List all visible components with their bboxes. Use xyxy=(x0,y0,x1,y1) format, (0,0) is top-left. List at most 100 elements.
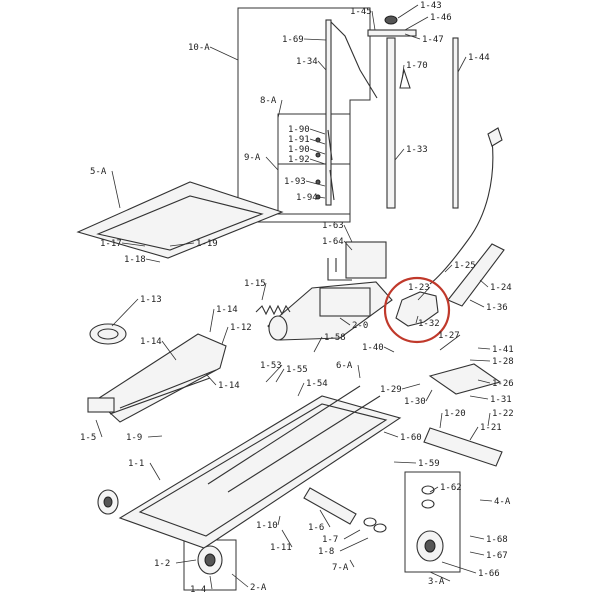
base-plate-inner xyxy=(96,195,264,251)
leader-line-1-58 xyxy=(313,336,323,353)
leader-line-1-24 xyxy=(479,279,489,288)
leader-line-1-27 xyxy=(439,334,461,351)
callout-1-29: 1-29 xyxy=(380,385,402,395)
callout-9-A: 9-A xyxy=(244,153,261,163)
callout-1-28: 1-28 xyxy=(492,357,514,367)
callout-1-69: 1-69 xyxy=(282,35,304,45)
callout-3-A: 3-A xyxy=(428,577,445,587)
callout-10-A: 10-A xyxy=(188,43,210,53)
leader-line-1-91 xyxy=(309,138,326,145)
leader-line-1-36 xyxy=(469,299,485,308)
leader-line-1-55 xyxy=(275,368,285,383)
leader-line-2-A xyxy=(231,573,249,588)
leader-line-1-44 xyxy=(457,56,467,73)
callout-labels: 1-11-21-41-51-61-71-81-91-101-111-121-13… xyxy=(80,1,514,595)
callout-1-34: 1-34 xyxy=(296,57,318,67)
pump-block xyxy=(345,241,387,279)
callout-1-40: 1-40 xyxy=(362,343,384,353)
leader-line-3-A xyxy=(429,571,451,582)
leader-line-1-22 xyxy=(487,412,491,427)
callout-1-90: 1-90 xyxy=(288,145,310,155)
callout-1-26: 1-26 xyxy=(492,379,514,389)
rod-1-44 xyxy=(452,37,459,209)
leader-line-1-12 xyxy=(221,326,229,345)
callout-1-63: 1-63 xyxy=(322,221,344,231)
callout-1-92: 1-92 xyxy=(288,155,310,165)
callout-1-10: 1-10 xyxy=(256,521,278,531)
callout-1-20: 1-20 xyxy=(444,409,466,419)
callout-1-7: 1-7 xyxy=(322,535,338,545)
leader-line-1-40 xyxy=(383,346,395,353)
leader-line-1-5 xyxy=(95,419,103,438)
leader-line-1-70 xyxy=(401,64,405,81)
callout-1-27: 1-27 xyxy=(438,331,460,341)
leader-line-1-8 xyxy=(339,537,369,552)
t-handle xyxy=(367,29,417,37)
callout-1-31: 1-31 xyxy=(490,395,512,405)
leader-line-9-A xyxy=(265,156,279,171)
seal-ring xyxy=(89,323,127,345)
callout-1-68: 1-68 xyxy=(486,535,508,545)
callout-1-43: 1-43 xyxy=(420,1,442,11)
saddle-1-5 xyxy=(87,397,115,413)
callout-1-14: 1-14 xyxy=(216,305,238,315)
leader-line-1-63 xyxy=(343,224,353,243)
leader-line-1-94 xyxy=(317,196,326,199)
leader-line-1-53 xyxy=(265,364,283,383)
wheel-2A xyxy=(197,545,223,575)
callout-1-25: 1-25 xyxy=(454,261,476,271)
callout-1-45: 1-45 xyxy=(350,7,372,17)
leader-line-7-A xyxy=(349,559,355,568)
cylinder-end xyxy=(268,315,288,341)
leader-line-1-90 xyxy=(309,148,326,155)
callout-1-2: 1-2 xyxy=(154,559,170,569)
callout-1-30: 1-30 xyxy=(404,397,426,407)
callout-1-47: 1-47 xyxy=(422,35,444,45)
callout-6-A: 6-A xyxy=(336,361,353,371)
leader-line-10-A xyxy=(209,46,239,61)
leader-line-1-43 xyxy=(397,4,419,19)
leader-line-6-A xyxy=(357,364,361,379)
leader-line-1-23 xyxy=(417,286,431,301)
callout-1-9: 1-9 xyxy=(126,433,142,443)
callout-1-90: 1-90 xyxy=(288,125,310,135)
side-plate xyxy=(428,363,502,395)
leader-line-1-62 xyxy=(429,486,439,493)
callout-1-5: 1-5 xyxy=(80,433,96,443)
caster-3A xyxy=(416,485,444,562)
callout-1-14: 1-14 xyxy=(218,381,240,391)
leader-line-1-14 xyxy=(209,308,215,333)
callout-1-58: 1-58 xyxy=(324,333,346,343)
callout-1-12: 1-12 xyxy=(230,323,252,333)
callout-8-A: 8-A xyxy=(260,96,277,106)
callout-1-22: 1-22 xyxy=(492,409,514,419)
leader-line-1-93 xyxy=(305,180,326,187)
callout-2-A: 2-A xyxy=(250,583,267,593)
seal-ring-inner xyxy=(97,328,119,340)
callout-1-18: 1-18 xyxy=(124,255,146,265)
leader-line-5-A xyxy=(111,170,121,209)
leader-line-1-67 xyxy=(469,551,485,556)
callout-1-23: 1-23 xyxy=(408,283,430,293)
callout-1-19: 1-19 xyxy=(196,239,218,249)
pump-bracket xyxy=(327,258,352,281)
highlight-circle xyxy=(383,276,451,344)
hook-1-70 xyxy=(399,67,411,89)
callout-1-93: 1-93 xyxy=(284,177,306,187)
leader-line-1-34 xyxy=(317,60,327,71)
group-3A-outline xyxy=(404,471,461,573)
callout-5-A: 5-A xyxy=(90,167,107,177)
callout-1-32: 1-32 xyxy=(418,319,440,329)
callout-1-44: 1-44 xyxy=(468,53,490,63)
handle-socket xyxy=(447,243,505,307)
callout-1-62: 1-62 xyxy=(440,483,462,493)
callout-1-53: 1-53 xyxy=(260,361,282,371)
leader-line-1-29 xyxy=(401,383,421,390)
leader-line-1-2 xyxy=(175,559,197,564)
callout-1-94: 1-94 xyxy=(296,193,318,203)
rod-1-34 xyxy=(325,19,332,206)
front-wheel xyxy=(97,489,119,515)
callout-1-41: 1-41 xyxy=(492,345,514,355)
